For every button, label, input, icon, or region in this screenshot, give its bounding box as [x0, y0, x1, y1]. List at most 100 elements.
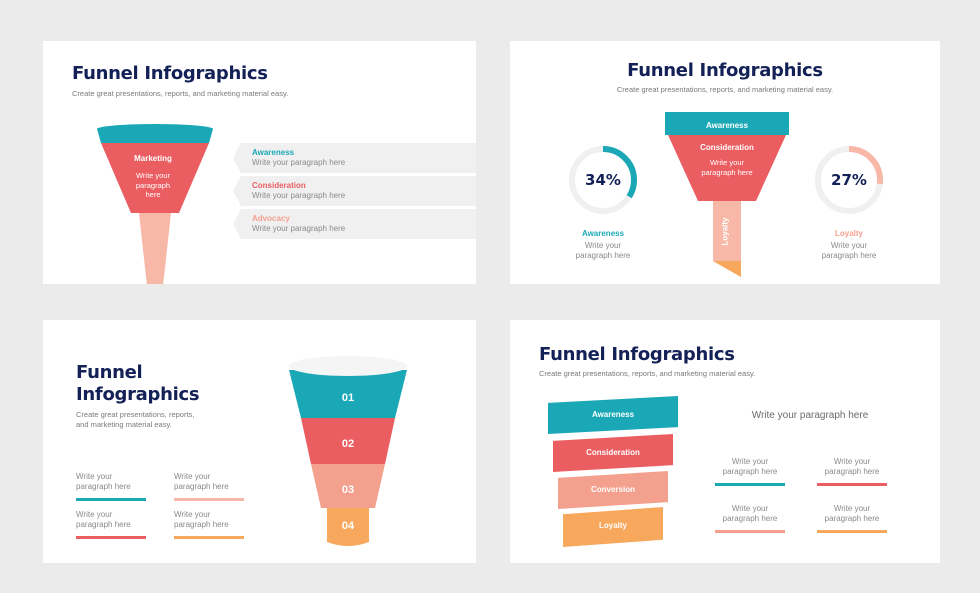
- funnel-label: Marketing: [134, 154, 172, 163]
- note-underline: [817, 483, 887, 486]
- donut-progress: [569, 146, 637, 214]
- text-line: Write your: [584, 241, 622, 250]
- note-text: Write your: [174, 472, 211, 481]
- step-02: 02: [341, 438, 355, 450]
- step-04: 04: [341, 520, 355, 532]
- subtitle-line: and marketing material easy.: [76, 420, 172, 429]
- funnel-graphic: [665, 112, 789, 277]
- note-4: Write your paragraph here: [174, 510, 244, 539]
- funnel-stem-tip: [713, 261, 741, 277]
- note-text: paragraph here: [76, 520, 131, 529]
- awareness-value: 34%: [585, 171, 621, 189]
- stage-label: Advocacy: [252, 214, 290, 223]
- note-text: paragraph here: [722, 514, 778, 523]
- note-underline: [76, 498, 146, 501]
- loyalty-donut: [815, 146, 883, 214]
- note-text: Write your: [731, 504, 769, 513]
- stage-text: Write your paragraph here: [252, 224, 346, 233]
- funnel-stem-label: Loyalty: [720, 217, 730, 246]
- note-underline: [76, 536, 146, 539]
- note-text: Write your: [833, 504, 871, 513]
- funnel-segment-3: [311, 464, 385, 508]
- loyalty-value: 27%: [831, 171, 867, 189]
- slide-3-subtitle: Create great presentations, reports, and…: [76, 410, 194, 430]
- bar-awareness: [548, 396, 678, 434]
- note-text: Write your: [76, 472, 113, 481]
- slide-2-title: Funnel Infographics: [627, 60, 823, 81]
- slide-4-subtitle: Create great presentations, reports, and…: [539, 369, 756, 378]
- note-2: Write your paragraph here: [174, 472, 244, 501]
- text-line: paragraph here: [821, 251, 877, 260]
- slide-4-heading: Write your paragraph here: [751, 410, 869, 421]
- funnel-text-line: Write your: [135, 171, 171, 180]
- text-line: paragraph here: [575, 251, 631, 260]
- funnel-text-line: paragraph: [135, 180, 171, 190]
- funnel-segment-1: [289, 370, 407, 418]
- note-text: paragraph here: [824, 467, 880, 476]
- note-underline: [817, 530, 887, 533]
- funnel-top-band: [665, 112, 789, 135]
- note-text: paragraph here: [722, 467, 778, 476]
- note-2: Write your paragraph here: [817, 457, 887, 486]
- bar-conversion: [558, 471, 668, 509]
- note-text: paragraph here: [174, 520, 229, 529]
- slide-3-title: Funnel Infographics: [76, 362, 200, 406]
- note-text: Write your: [833, 457, 871, 466]
- funnel-text-line: here: [145, 190, 161, 199]
- step-01: 01: [341, 392, 355, 404]
- funnel-stem: [139, 213, 171, 284]
- note-underline: [174, 498, 244, 501]
- note-3: Write your paragraph here: [715, 504, 785, 533]
- stage-bar-consideration: Consideration Write your paragraph here: [233, 176, 476, 206]
- note-text: paragraph here: [824, 514, 880, 523]
- slide-1[interactable]: Funnel Infographics Create great present…: [43, 41, 476, 284]
- slide-2-subtitle: Create great presentations, reports, and…: [616, 85, 834, 94]
- slide-1-title: Funnel Infographics: [72, 63, 268, 84]
- funnel-stem: [713, 201, 741, 277]
- stacked-funnel: [289, 356, 407, 546]
- stage-bar-advocacy: Advocacy Write your paragraph here: [233, 209, 476, 239]
- funnel-segment-4: [327, 508, 369, 546]
- note-1: Write your paragraph here: [76, 472, 146, 501]
- funnel-mid-text: Write your paragraph here: [665, 158, 789, 177]
- note-3: Write your paragraph here: [76, 510, 146, 539]
- stage-text: Write your paragraph here: [252, 191, 346, 200]
- note-underline: [174, 536, 244, 539]
- text-line: Write your: [830, 241, 868, 250]
- donut-progress: [815, 146, 883, 214]
- awareness-label: Awareness: [581, 229, 625, 238]
- funnel-text-line: Write your: [709, 158, 745, 167]
- note-1: Write your paragraph here: [715, 457, 785, 486]
- title-line: Infographics: [76, 384, 200, 405]
- bar-label: Awareness: [591, 410, 635, 419]
- funnel-body: [101, 143, 209, 213]
- funnel-text-line: paragraph here: [701, 167, 753, 177]
- note-underline: [715, 483, 785, 486]
- awareness-text: Write your paragraph here: [553, 241, 653, 261]
- stage-bar-awareness: Awareness Write your paragraph here: [233, 143, 476, 173]
- funnel-text: Write your paragraph here: [123, 171, 183, 200]
- slide-1-subtitle: Create great presentations, reports, and…: [72, 89, 289, 98]
- funnel-middle: [668, 135, 786, 201]
- funnel-top-opening: [289, 356, 407, 376]
- stage-label: Consideration: [252, 181, 306, 190]
- step-03: 03: [341, 484, 355, 496]
- note-underline: [715, 530, 785, 533]
- stage-text: Write your paragraph here: [252, 158, 346, 167]
- bar-consideration: [553, 434, 673, 472]
- note-4: Write your paragraph here: [817, 504, 887, 533]
- funnel-rim-top: [97, 124, 213, 134]
- loyalty-text: Write your paragraph here: [799, 241, 899, 261]
- bar-label: Conversion: [590, 485, 635, 494]
- funnel-top-label: Awareness: [705, 121, 749, 130]
- bar-label: Consideration: [586, 448, 640, 457]
- slide-3[interactable]: Funnel Infographics Create great present…: [43, 320, 476, 563]
- slide-4[interactable]: Funnel Infographics Create great present…: [510, 320, 940, 563]
- funnel-segment-2: [301, 418, 395, 464]
- funnel-graphic: [97, 124, 213, 284]
- bar-loyalty: [563, 507, 663, 547]
- slide-2[interactable]: Funnel Infographics Create great present…: [510, 41, 940, 284]
- note-text: Write your: [76, 510, 113, 519]
- bar-label: Loyalty: [598, 521, 627, 530]
- slide-4-title: Funnel Infographics: [539, 344, 735, 365]
